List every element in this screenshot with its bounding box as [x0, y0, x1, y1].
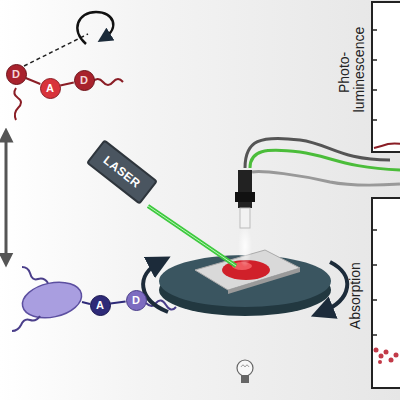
donor-circle: D	[74, 70, 95, 91]
filament	[241, 365, 249, 367]
side-chain	[22, 267, 48, 283]
side-chain	[12, 316, 40, 331]
torsion-axis	[24, 34, 88, 66]
light-bulb	[237, 360, 253, 376]
donor-core	[19, 277, 85, 323]
laser-box: LASER	[86, 139, 158, 205]
bond-line	[110, 301, 125, 303]
node-text: A	[96, 299, 104, 311]
transition-arrow	[5, 135, 8, 260]
side-chain	[92, 79, 123, 85]
node-text: A	[46, 82, 54, 94]
rotation-arrow	[77, 12, 113, 44]
fiber-green	[250, 150, 400, 170]
fiber-gray	[252, 172, 400, 186]
pl-plot-frame	[372, 2, 400, 152]
bond	[82, 302, 90, 304]
fiber-cable	[245, 138, 390, 168]
node-text: LASER	[101, 153, 144, 191]
probe-tip	[240, 208, 250, 228]
spin-arrow	[322, 262, 347, 312]
axis-title: Absorption	[348, 241, 363, 351]
acceptor-circle: A	[40, 78, 61, 99]
axis-ticks	[372, 30, 377, 335]
node-text: D	[132, 294, 140, 306]
node-text: D	[12, 68, 20, 80]
probe-body	[238, 170, 252, 208]
bulb-base	[241, 375, 249, 383]
donor-circle: D	[126, 290, 147, 311]
axis-title: Photo- luminescence	[337, 32, 368, 112]
acceptor-circle: A	[90, 295, 111, 316]
laser-beam-core	[148, 206, 236, 266]
bond-line	[60, 82, 74, 85]
donor-circle: D	[6, 64, 27, 85]
pl-data	[374, 144, 400, 149]
abs-plot-frame	[372, 198, 400, 388]
collection-light	[238, 225, 252, 267]
bond-line	[26, 78, 41, 84]
node-text: D	[80, 74, 88, 86]
abs-data	[374, 348, 399, 365]
side-chain	[14, 88, 21, 120]
laser-beam	[148, 206, 236, 266]
probe-collar	[235, 192, 255, 202]
spin-arrow	[143, 262, 168, 312]
